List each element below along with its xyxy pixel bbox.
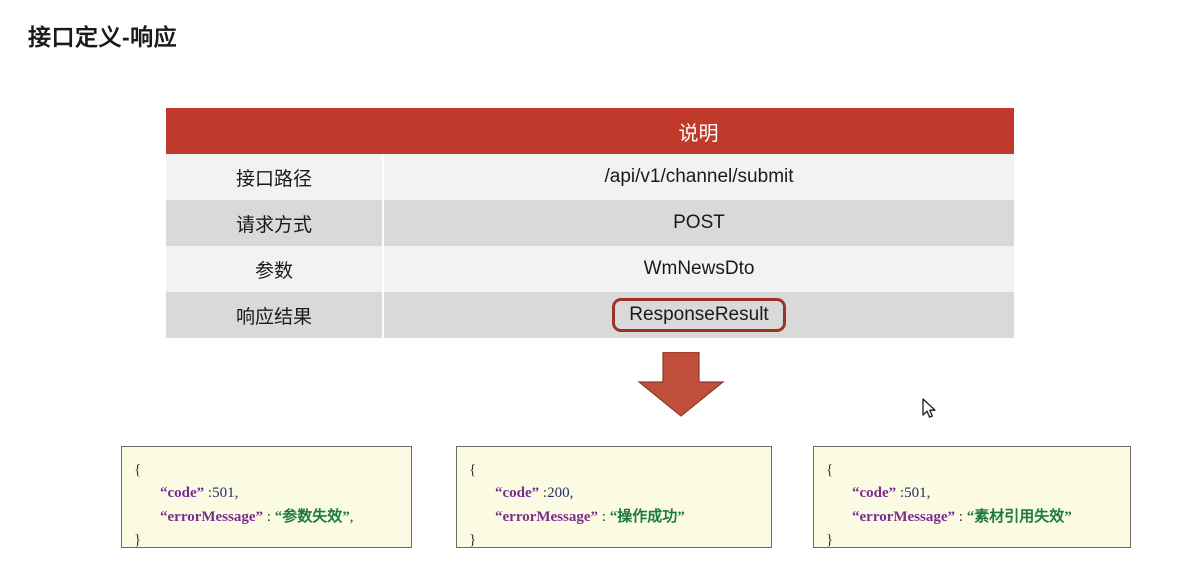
code-line-error-message: “errorMessage” : “操作成功” [469,506,761,529]
code-key-error-message: “errorMessage” [852,508,956,525]
code-colon: : [539,485,548,502]
code-colon: : [955,508,967,525]
code-value-code: 501 [904,485,927,502]
code-colon: : [598,508,610,525]
table-header-row: 说明 [166,108,1014,154]
row-label-request-method: 请求方式 [166,200,384,246]
code-key-code: “code” [852,485,897,502]
code-colon: : [263,508,275,525]
code-value-error-message: “操作成功” [609,508,685,525]
code-comma: , [234,485,239,502]
code-open-brace: { [469,462,477,478]
response-example-success: { “code” :200, “errorMessage” : “操作成功” } [456,446,772,548]
table-header: 说明 [166,108,1014,154]
row-value-response-result-cell: ResponseResult [383,292,1014,338]
code-line-code: “code” :200, [469,482,761,505]
code-comma: , [926,485,931,502]
code-line-error-message: “errorMessage” : “参数失效”, [134,506,401,529]
table-row: 请求方式 POST [166,200,1014,246]
code-line-error-message: “errorMessage” : “素材引用失效” [826,506,1120,529]
code-line-code: “code” :501, [826,482,1120,505]
row-value-request-method: POST [383,200,1014,246]
code-comma: , [349,508,354,525]
row-label-response-result: 响应结果 [166,292,384,338]
code-value-code: 501 [212,485,235,502]
interface-definition-table: 说明 接口路径 /api/v1/channel/submit 请求方式 POST… [166,108,1014,338]
down-arrow-icon [637,352,725,417]
code-key-error-message: “errorMessage” [160,508,264,525]
code-value-error-message: “素材引用失效” [966,508,1072,525]
code-close-brace: } [469,531,477,548]
row-value-api-path: /api/v1/channel/submit [383,154,1014,200]
row-value-parameter: WmNewsDto [383,246,1014,292]
code-line-code: “code” :501, [134,482,401,505]
table-header-cell-blank [166,108,383,154]
code-value-error-message: “参数失效” [274,508,350,525]
code-comma: , [569,485,574,502]
code-open-brace: { [134,462,142,478]
code-colon: : [204,485,213,502]
response-result-highlight-box: ResponseResult [612,297,786,333]
table-row: 接口路径 /api/v1/channel/submit [166,154,1014,200]
code-key-code: “code” [160,485,205,502]
row-label-parameter: 参数 [166,246,384,292]
response-example-error-material: { “code” :501, “errorMessage” : “素材引用失效”… [813,446,1131,548]
row-label-api-path: 接口路径 [166,154,384,200]
code-key-error-message: “errorMessage” [495,508,599,525]
response-example-error-param: { “code” :501, “errorMessage” : “参数失效”, … [121,446,412,548]
code-close-brace: } [826,531,834,548]
mouse-cursor-icon [922,398,936,418]
page-title: 接口定义-响应 [28,24,178,50]
code-colon: : [896,485,905,502]
table-body: 接口路径 /api/v1/channel/submit 请求方式 POST 参数… [166,154,1014,338]
table-row: 响应结果 ResponseResult [166,292,1014,338]
code-open-brace: { [826,462,834,478]
code-key-code: “code” [495,485,540,502]
code-close-brace: } [134,531,142,548]
table-row: 参数 WmNewsDto [166,246,1014,292]
table-header-cell-description: 说明 [383,108,1014,154]
code-value-code: 200 [547,485,570,502]
